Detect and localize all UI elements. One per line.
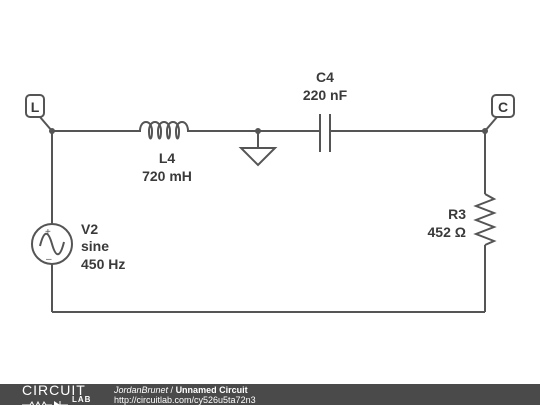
probe-left-label: L bbox=[31, 99, 40, 115]
footer-bar: CIRCUIT LAB JordanBrunet / Unnamed Circu… bbox=[0, 382, 540, 405]
capacitor-ref: C4 bbox=[316, 69, 334, 85]
probe-right-flag[interactable] bbox=[491, 94, 515, 118]
source-type: sine bbox=[81, 238, 109, 254]
logo-circuit-icon bbox=[22, 400, 68, 405]
inductor-symbol bbox=[136, 121, 196, 140]
sine-wave-icon bbox=[39, 232, 65, 256]
capacitor-value: 220 nF bbox=[303, 87, 348, 103]
probe-left-flag[interactable] bbox=[25, 94, 45, 118]
resistor-symbol bbox=[473, 193, 497, 246]
author-link[interactable]: JordanBrunet bbox=[114, 385, 169, 395]
circuit-url[interactable]: http://circuitlab.com/cy526u5ta72n3 bbox=[114, 395, 256, 405]
breadcrumb-separator: / bbox=[168, 385, 176, 395]
probe-right-label: C bbox=[498, 99, 508, 115]
plus-sign: + bbox=[45, 227, 51, 238]
author-title-line: JordanBrunet / Unnamed Circuit bbox=[114, 385, 248, 395]
probe-right-lead bbox=[484, 116, 498, 132]
ground-symbol bbox=[238, 147, 278, 167]
resistor-ref: R3 bbox=[448, 206, 466, 222]
inductor-value: 720 mH bbox=[142, 168, 192, 184]
source-frequency: 450 Hz bbox=[81, 256, 125, 272]
inductor-ref: L4 bbox=[159, 150, 176, 166]
circuitlab-logo[interactable]: CIRCUIT LAB bbox=[22, 382, 102, 405]
circuit-schematic: + – L C L4 720 mH C4 220 nF R3 452 Ω V2 … bbox=[25, 69, 515, 313]
logo-text-top: CIRCUIT bbox=[22, 382, 86, 398]
minus-sign: – bbox=[46, 254, 52, 265]
source-ref: V2 bbox=[81, 221, 98, 237]
logo-text-bottom: LAB bbox=[72, 395, 92, 404]
resistor-value: 452 Ω bbox=[428, 224, 466, 240]
circuit-title: Unnamed Circuit bbox=[175, 385, 248, 395]
probe-left-lead bbox=[39, 116, 53, 132]
logo-bottom-row: LAB bbox=[22, 395, 102, 405]
